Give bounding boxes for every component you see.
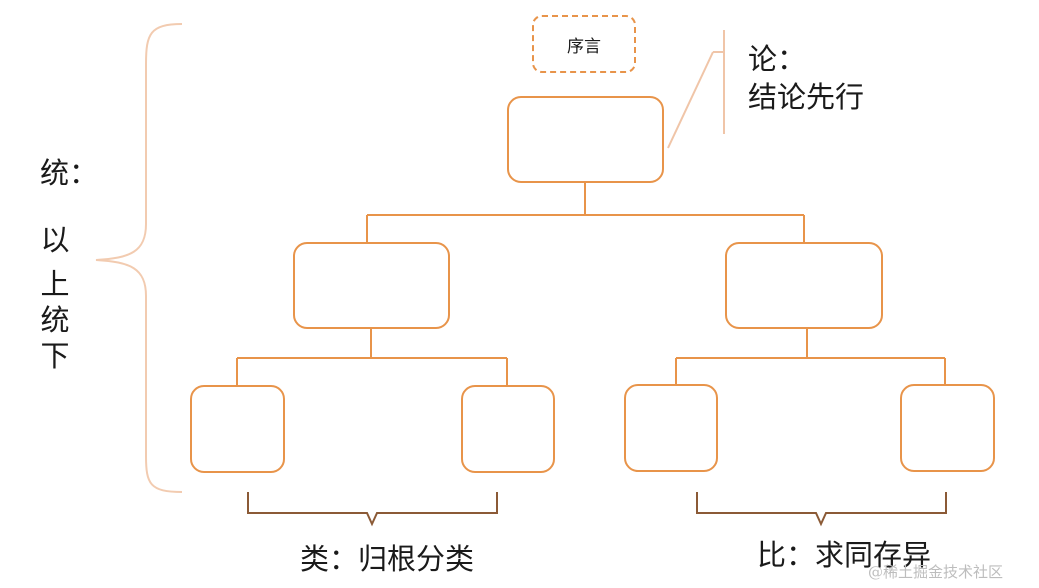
preface-box: 序言 <box>532 15 636 73</box>
lun-text: 结论先行 <box>748 80 865 114</box>
bi-label: 比：求同存异 <box>757 538 932 572</box>
tree-connectors <box>236 182 946 385</box>
preface-label: 序言 <box>567 36 601 57</box>
lun-callout-lines <box>667 30 725 149</box>
left-curly-brace <box>95 23 183 493</box>
callout-diagonal <box>667 51 714 149</box>
bi-bracket <box>696 492 947 527</box>
tong-char-4: 下 <box>40 339 70 373</box>
level1-right-box <box>725 242 883 329</box>
leaf-box-3 <box>624 384 718 472</box>
lun-title: 论： <box>748 42 807 76</box>
tong-char-2: 上 <box>40 267 70 301</box>
leaf-box-1 <box>190 385 285 473</box>
lei-label: 类：归根分类 <box>300 542 475 576</box>
tong-char-1: 以 <box>40 223 70 257</box>
lei-bracket <box>247 492 498 527</box>
leaf-box-2 <box>461 385 555 473</box>
level1-left-box <box>293 242 450 329</box>
leaf-box-4 <box>900 384 995 472</box>
tong-title: 统： <box>40 156 99 190</box>
tong-char-3: 统 <box>40 303 70 337</box>
watermark: @稀土掘金技术社区 <box>868 563 1004 581</box>
root-box <box>507 96 664 183</box>
